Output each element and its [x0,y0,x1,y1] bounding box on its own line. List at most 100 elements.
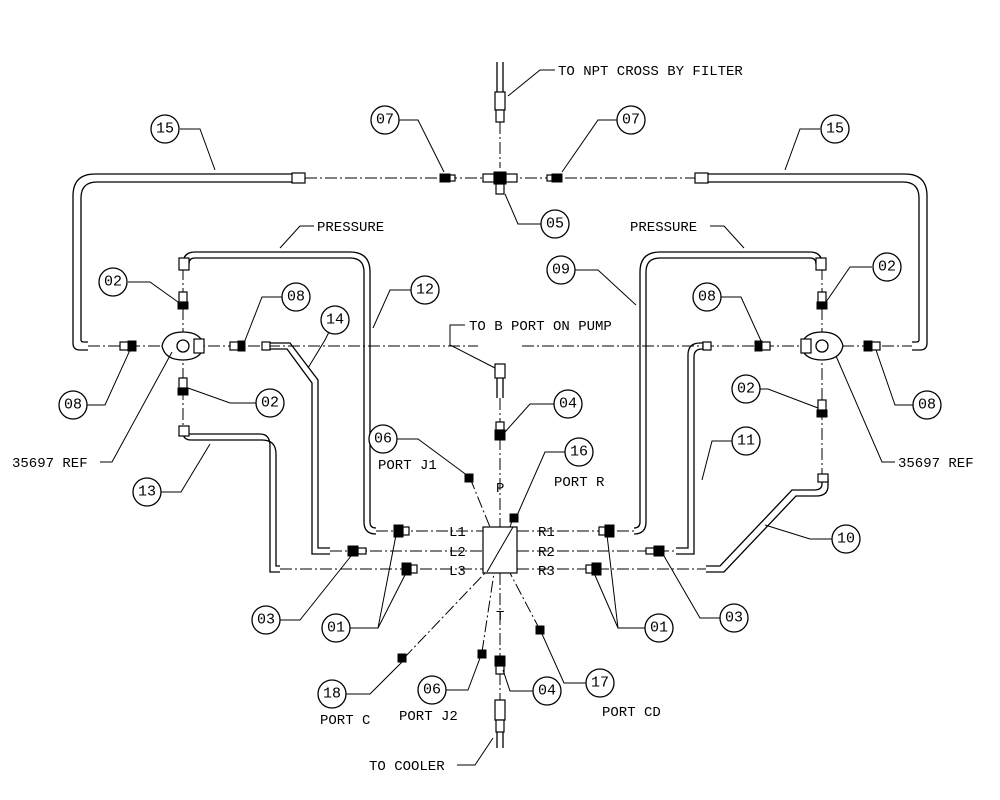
svg-text:08: 08 [918,397,936,414]
svg-text:07: 07 [376,112,394,129]
balloon-13: 13 [132,477,162,507]
balloon-17: 17 [585,668,615,698]
svg-text:11: 11 [737,433,755,450]
svg-text:01: 01 [650,620,668,637]
balloon-03-right: 03 [719,603,749,633]
svg-text:08: 08 [698,289,716,306]
label-port-j2: PORT J2 [399,709,458,725]
svg-text:09: 09 [552,262,570,279]
fitting-03-right [653,545,665,557]
balloon-04-top: 04 [553,389,583,419]
svg-text:08: 08 [64,397,82,414]
label-r3: R3 [538,564,555,580]
svg-text:10: 10 [837,531,855,548]
fitting-01-right-upper [604,524,615,538]
label-r2: R2 [538,545,555,561]
balloon-01-right: 01 [644,613,674,643]
balloon-02-lower-left: 02 [255,388,285,418]
pump-b-port-line [449,324,506,527]
balloon-07-left: 07 [370,105,400,135]
balloon-09: 09 [546,255,576,285]
svg-text:15: 15 [826,121,844,138]
svg-text:13: 13 [138,484,156,501]
fitting-01-left-lower [401,562,412,576]
svg-text:14: 14 [326,312,344,329]
hose-12 [178,251,377,535]
balloon-05: 05 [540,209,570,239]
svg-text:03: 03 [257,612,275,629]
balloon-15-left: 15 [150,114,180,144]
label-pressure-left: PRESSURE [317,220,384,236]
svg-text:04: 04 [538,683,556,700]
label-p: P [496,481,504,497]
balloon-14: 14 [320,305,350,335]
balloon-08-lower-left: 08 [58,390,88,420]
balloon-12: 12 [410,275,440,305]
svg-text:15: 15 [156,121,174,138]
svg-text:02: 02 [261,395,279,412]
svg-text:06: 06 [423,682,441,699]
hose-11 [676,341,712,555]
right-valve-block [522,268,912,478]
balloon-02-lower-right: 02 [731,374,761,404]
hose-13 [178,425,280,573]
balloon-01-left: 01 [321,613,351,643]
balloon-08-lower-right: 08 [912,390,942,420]
svg-text:04: 04 [559,396,577,413]
hose-10 [706,473,829,573]
leader-pressure-right [710,225,745,249]
hose-09 [633,251,827,535]
balloon-06-bottom: 06 [417,675,447,705]
hose-14 [261,341,330,555]
label-to-b-port: TO B PORT ON PUMP [469,319,612,335]
svg-text:08: 08 [287,289,305,306]
fitting-03-left [347,545,359,557]
svg-text:17: 17 [591,675,609,692]
svg-text:07: 07 [622,112,640,129]
balloon-16: 16 [564,437,594,467]
balloon-18: 18 [317,679,347,709]
balloon-06-top: 06 [368,424,398,454]
svg-text:02: 02 [104,274,122,291]
fitting-07-right [551,173,563,183]
balloon-leaders [87,119,913,695]
svg-text:12: 12 [416,282,434,299]
label-l2: L2 [449,545,466,561]
balloon-08-mid-right: 08 [692,282,722,312]
left-valve-block [88,268,478,430]
balloon-10: 10 [831,524,861,554]
balloon-02-upper-left: 02 [98,267,128,297]
svg-text:02: 02 [878,259,896,276]
balloon-07-right: 07 [616,105,646,135]
label-to-cooler: TO COOLER [369,759,445,775]
balloon-03-left: 03 [251,605,281,635]
label-t: T [496,609,504,625]
label-l1: L1 [449,525,466,541]
label-ref-left: 35697 REF [12,456,88,472]
hose-15-right [694,172,928,351]
balloon-04-bottom: 04 [532,676,562,706]
fitting-07-left [439,173,451,183]
label-port-c: PORT C [320,713,370,729]
label-l3: L3 [449,564,466,580]
balloon-15-right: 15 [820,114,850,144]
balloon-11: 11 [731,426,761,456]
line-port-j1 [469,477,491,528]
label-port-cd: PORT CD [602,705,661,721]
tee-fitting-05 [482,171,518,195]
svg-text:01: 01 [327,620,345,637]
leader-ref-right [835,355,895,463]
svg-text:18: 18 [323,686,341,703]
leader-to-npt-cross [507,69,555,97]
top-supply-line [494,62,506,168]
balloon-02-upper-right: 02 [872,252,902,282]
svg-text:06: 06 [374,431,392,448]
line-port-j2 [481,572,495,653]
line-port-cd [509,572,541,631]
line-port-c [403,572,486,659]
label-r1: R1 [538,525,555,541]
balloon-08-mid-left: 08 [281,282,311,312]
cooler-line [457,573,506,766]
label-pressure-right: PRESSURE [630,220,697,236]
